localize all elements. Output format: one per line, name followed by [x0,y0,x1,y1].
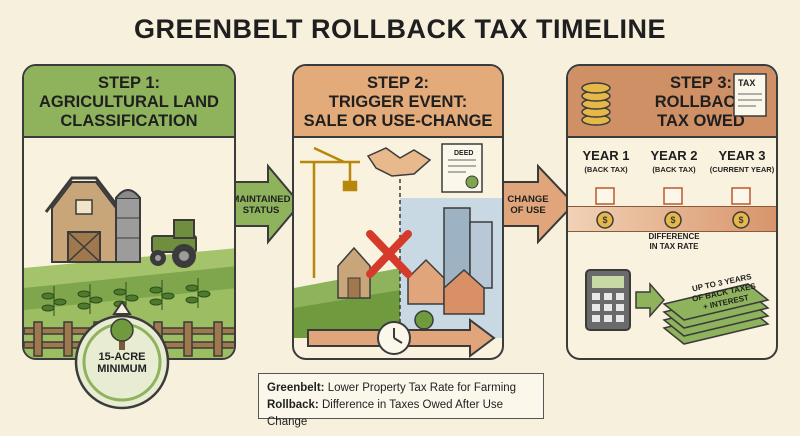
step1-title-line1: AGRICULTURAL LAND [39,93,219,111]
difference-note-line1: DIFFERENCE [648,232,700,241]
calculator-icon [585,269,631,331]
tax-label: TAX [738,78,756,88]
legend-text-greenbelt: Lower Property Tax Rate for Farming [324,382,517,394]
step2-number: STEP 2: [366,74,430,92]
arrow1-label-line2: STATUS [242,205,280,216]
step3-panel: STEP 3: ROLLBACK TAX OWED TAX YEAR 1 (BA… [566,64,778,360]
tractor-icon [150,219,197,268]
svg-text:$: $ [670,215,675,225]
legend-term-rollback: Rollback: [267,399,319,411]
difference-note-line2: IN TAX RATE [649,242,699,251]
deed-label: DEED [454,150,474,157]
acre-badge-text: 15-ACRE MINIMUM [86,351,158,375]
page-title: GREENBELT ROLLBACK TAX TIMELINE [134,14,666,44]
step1-number: STEP 1: [97,74,161,92]
legend-box: Greenbelt: Lower Property Tax Rate for F… [258,373,544,428]
silo-icon [115,189,141,263]
rollback-illustration: $ $ $ [585,187,770,345]
tax-form-icon [733,73,767,117]
arrow2-label-line2: OF USE [510,205,546,216]
city-buildings-icon [407,207,493,336]
year-1-title: YEAR 1 [582,148,630,163]
svg-text:$: $ [738,215,743,225]
step3-title-line2: TAX OWED [657,112,745,130]
svg-text:$: $ [602,215,607,225]
year-2: YEAR 2 (BACK TAX) [640,148,708,174]
step3-number: STEP 3: [669,74,733,92]
year-1: YEAR 1 (BACK TAX) [572,148,640,174]
tree-icon [110,318,134,350]
x-mark-icon [366,230,412,278]
acre-badge [74,300,170,410]
small-barn-icon [337,246,371,299]
legend-row-greenbelt: Greenbelt: Lower Property Tax Rate for F… [267,380,535,397]
crops-icon [41,278,211,316]
acre-badge-line2: MINIMUM [97,363,147,375]
crane-icon [300,146,360,278]
legend-text-rollback: Difference in Taxes Owed After Use Chang… [267,399,504,428]
deed-document-icon [441,143,483,193]
year-1-sub: (BACK TAX) [584,165,628,174]
year-3: YEAR 3 (CURRENT YEAR) [708,148,776,174]
year-3-title: YEAR 3 [718,148,766,163]
calendar-icon [595,187,751,205]
trigger-illustration [294,143,502,358]
money-stack-icon [662,283,770,345]
step1-title-line2: CLASSIFICATION [60,112,198,130]
year-3-sub: (CURRENT YEAR) [709,165,775,174]
coin-icon [596,211,750,229]
step3-header-icons [581,73,767,126]
step2-title-line2: SALE OR USE-CHANGE [303,112,493,130]
difference-note: DIFFERENCE IN TAX RATE [634,232,714,252]
arrow1-label-line1: MAINTAINED [231,194,291,205]
year-2-sub: (BACK TAX) [652,165,696,174]
arrow2-label-line1: CHANGE [507,194,549,205]
step1-header: STEP 1: AGRICULTURAL LAND CLASSIFICATION [24,66,234,138]
step2-title-line1: TRIGGER EVENT: [328,93,468,111]
step2-panel: STEP 2: TRIGGER EVENT: SALE OR USE-CHANG… [292,64,504,360]
step3-title-line1: ROLLBACK [654,93,748,111]
acre-badge-line1: 15-ACRE [98,351,146,363]
step2-header: STEP 2: TRIGGER EVENT: SALE OR USE-CHANG… [294,66,502,138]
year-2-title: YEAR 2 [650,148,698,163]
clock-icon [377,321,411,355]
legend-row-rollback: Rollback: Difference in Taxes Owed After… [267,397,535,431]
legend-term-greenbelt: Greenbelt: [267,382,325,394]
barn-icon [44,176,124,263]
handshake-icon [366,147,432,177]
coin-stack-icon [581,82,611,126]
